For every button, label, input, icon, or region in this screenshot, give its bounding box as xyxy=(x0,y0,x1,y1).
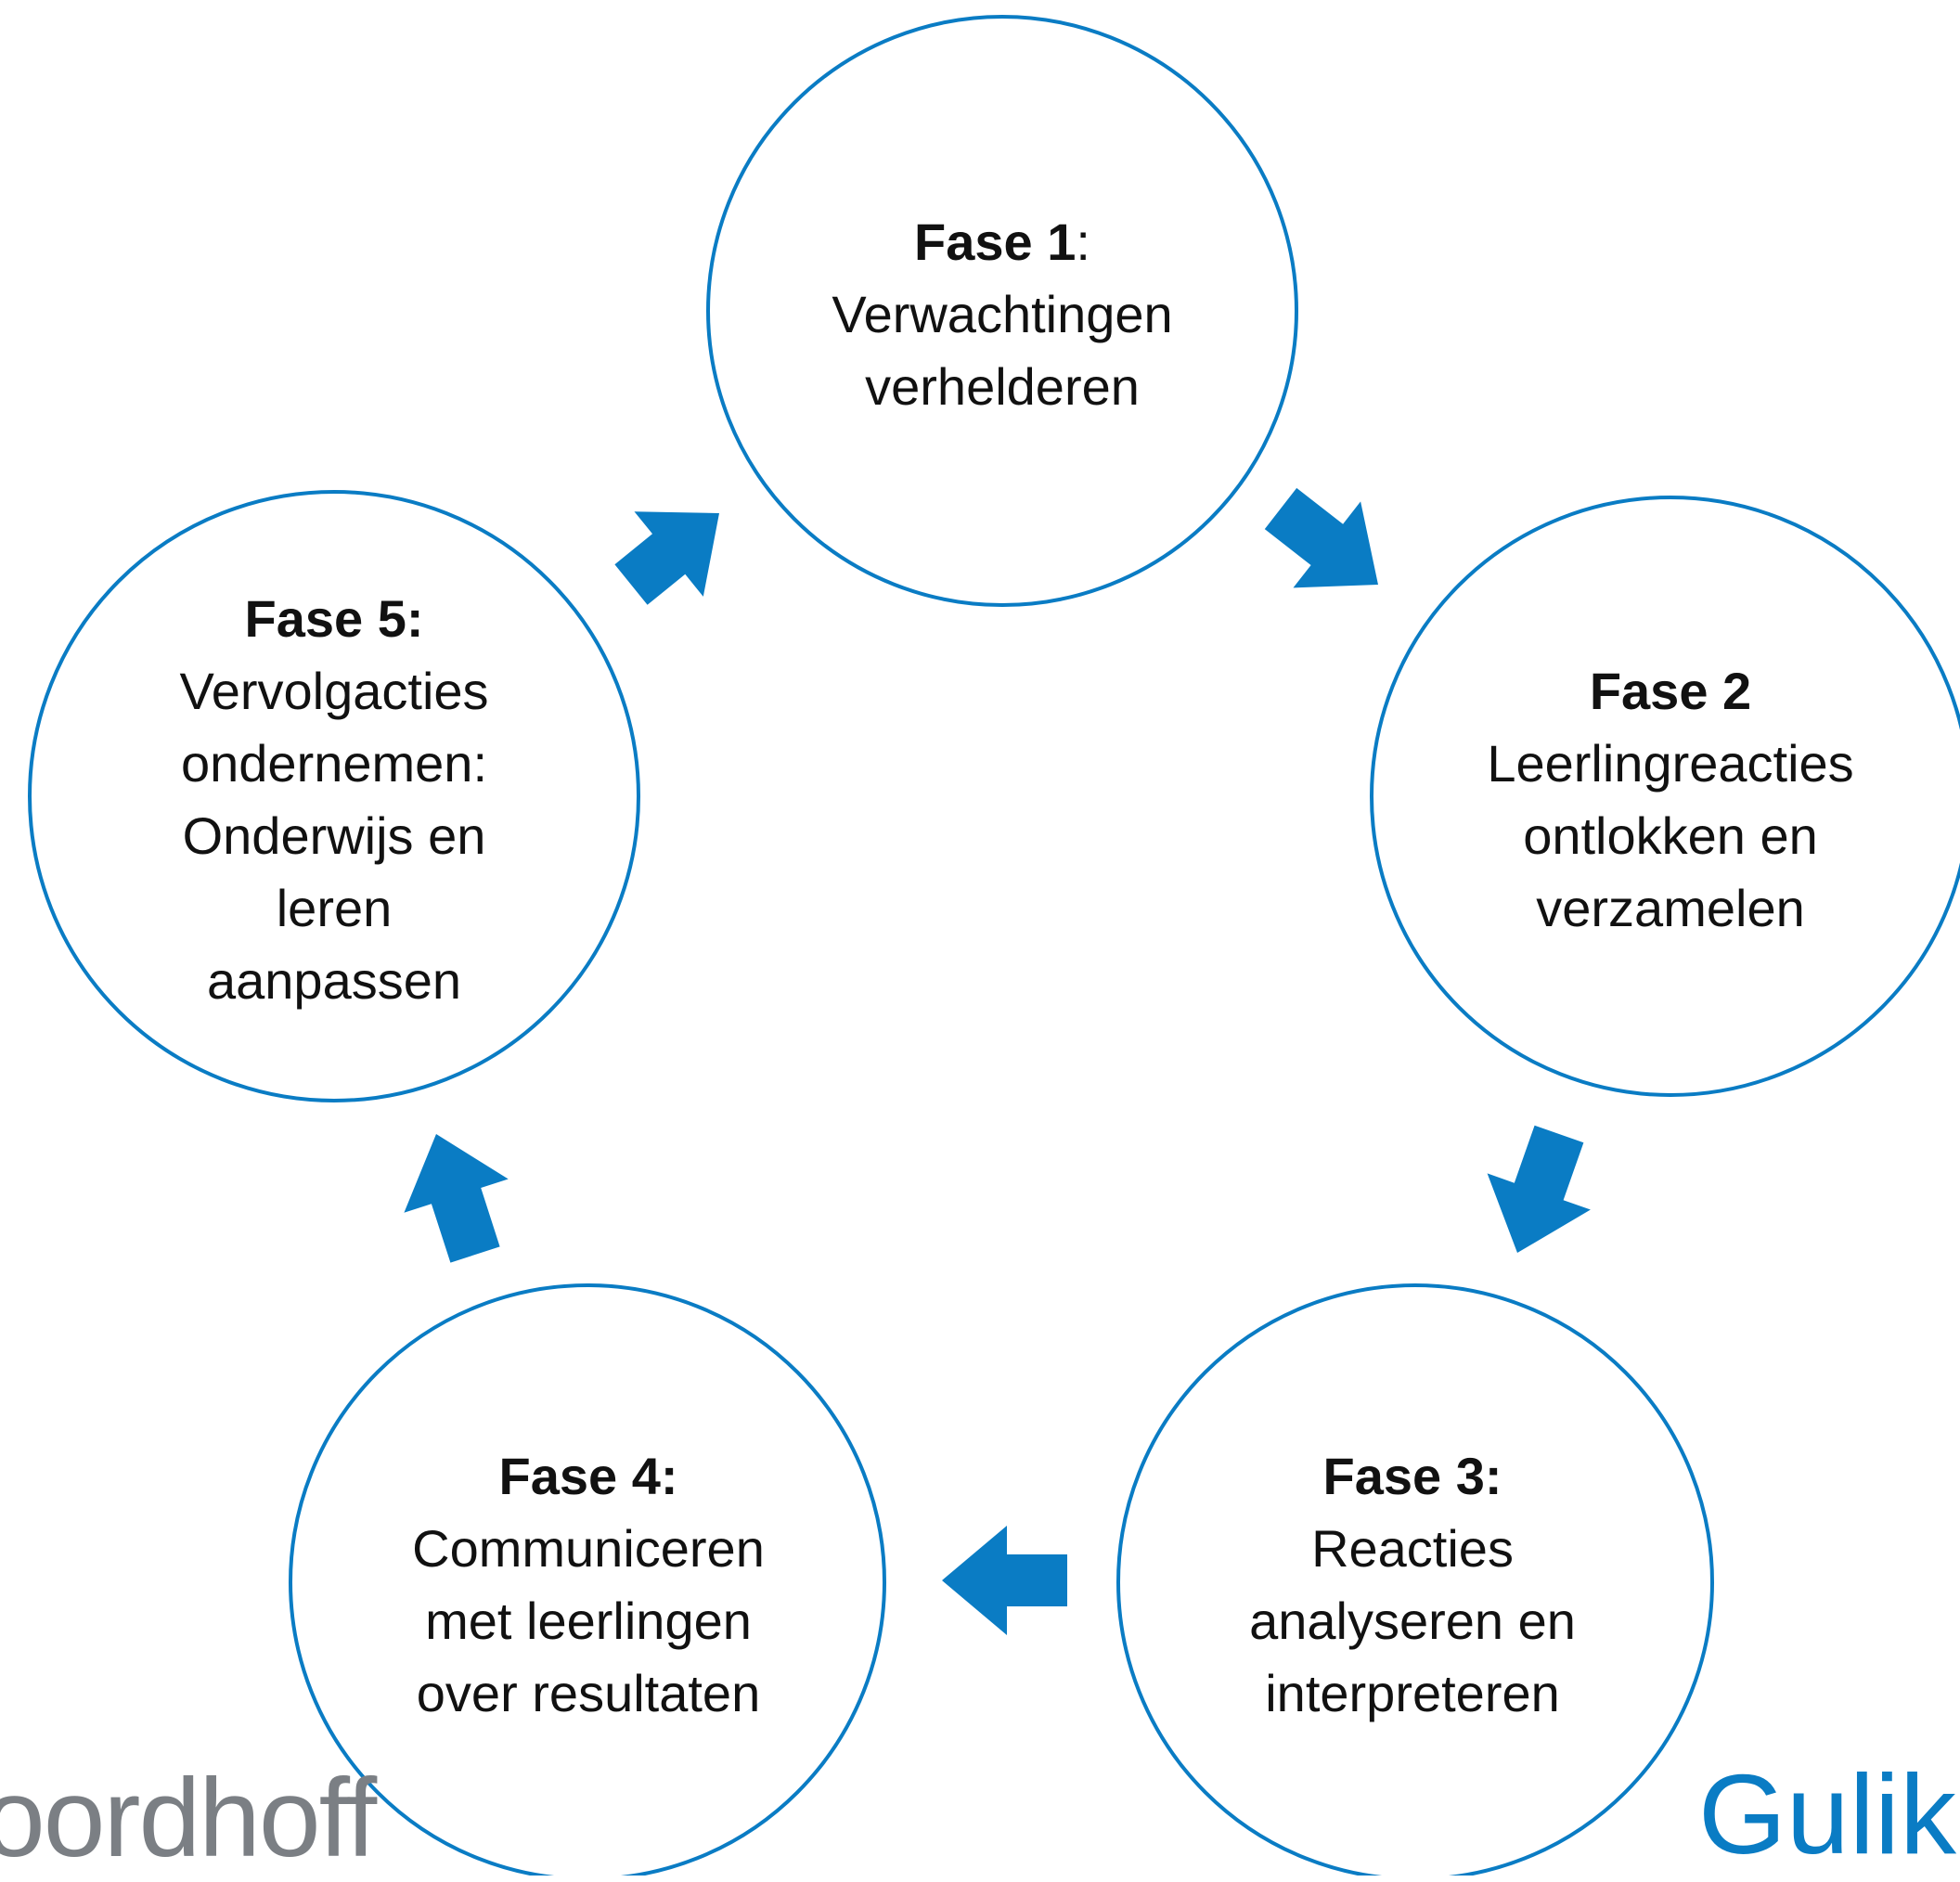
phase-1-text: Fase 1: Verwachtingen verhelderen xyxy=(770,206,1234,423)
phase-4-line-1: Communiceren xyxy=(412,1519,765,1578)
phase-5-circle xyxy=(28,490,640,1102)
arrow-phase-3-to-4 xyxy=(942,1526,1067,1635)
phase-2-title: Fase 2 xyxy=(1589,662,1752,720)
phase-1-circle xyxy=(706,15,1298,607)
phase-5-line-1: Vervolgacties xyxy=(179,662,489,720)
phase-5-title: Fase 5: xyxy=(244,589,424,648)
phase-1-title: Fase 1 xyxy=(914,213,1077,271)
phase-1-line-2: verhelderen xyxy=(865,357,1140,416)
phase-3-line-3: interpreteren xyxy=(1265,1664,1560,1722)
phase-2-line-1: Leerlingreacties xyxy=(1487,734,1854,793)
phase-circles xyxy=(28,15,1960,1876)
phase-4-title: Fase 4: xyxy=(498,1447,678,1505)
arrow-phase-2-to-3 xyxy=(1487,1125,1591,1253)
phase-1-title-suffix: : xyxy=(1076,213,1090,271)
phase-4-circle xyxy=(289,1283,886,1876)
phase-1-line-1: Verwachtingen xyxy=(832,285,1173,343)
arrow-phase-5-to-1 xyxy=(614,511,719,605)
phase-2-line-2: ontlokken en xyxy=(1523,806,1818,865)
phase-2-circle xyxy=(1370,496,1960,1097)
phase-2-text: Fase 2 Leerlingreacties ontlokken en ver… xyxy=(1420,655,1921,945)
phase-5-line-4: leren xyxy=(276,879,393,937)
phase-5-line-3: Onderwijs en xyxy=(182,806,486,865)
arrow-phase-1-to-2 xyxy=(1264,487,1378,588)
phase-3-circle xyxy=(1116,1283,1714,1876)
phase-5-text: Fase 5: Vervolgacties ondernemen: Onderw… xyxy=(93,583,575,1017)
arrow-phase-4-to-5 xyxy=(404,1134,509,1263)
phase-5-line-5: aanpassen xyxy=(206,951,461,1010)
cycle-arrows xyxy=(404,487,1591,1635)
phase-3-title: Fase 3: xyxy=(1322,1447,1502,1505)
publisher-logo-right: Gulike xyxy=(1698,1751,1960,1877)
phase-3-line-1: Reacties xyxy=(1311,1519,1514,1578)
phase-3-line-2: analyseren en xyxy=(1249,1592,1576,1650)
phase-4-line-3: over resultaten xyxy=(416,1664,761,1722)
phase-3-text: Fase 3: Reacties analyseren en interpret… xyxy=(1171,1440,1654,1730)
phase-2-line-3: verzamelen xyxy=(1536,879,1805,937)
phase-4-text: Fase 4: Communiceren met leerlingen over… xyxy=(347,1440,830,1730)
phase-5-line-2: ondernemen: xyxy=(180,734,487,793)
publisher-logo-left: oordhoff xyxy=(0,1756,377,1880)
phase-4-line-2: met leerlingen xyxy=(425,1592,752,1650)
